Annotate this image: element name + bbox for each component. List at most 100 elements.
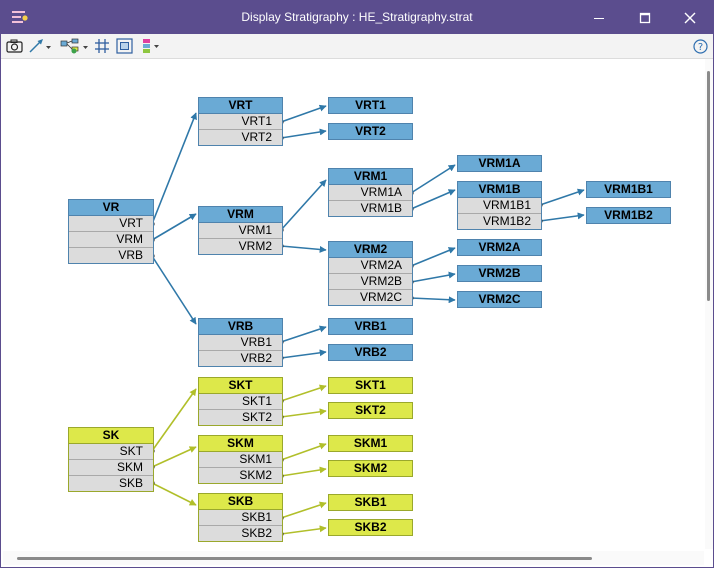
help-button[interactable]: ? [693, 37, 708, 55]
unit-vrm2a[interactable]: VRM2A [457, 239, 542, 256]
horizontal-scrollbar[interactable] [3, 551, 704, 565]
horizontal-scroll-thumb[interactable] [17, 557, 592, 560]
unit-child-row: VRM1B2 [482, 214, 531, 228]
unit-header: SKB [199, 494, 282, 510]
link-style-dropdown[interactable] [28, 37, 52, 55]
unit-child-row: SKM2 [239, 468, 272, 482]
arrow-icon [29, 39, 51, 53]
unit-header: SKT1 [329, 378, 412, 393]
color-legend-dropdown[interactable] [141, 37, 163, 55]
close-button[interactable] [667, 1, 713, 34]
unit-vrm[interactable]: VRM VRM1 VRM2 [198, 206, 283, 255]
unit-header: VR [69, 200, 153, 216]
unit-header: SKB2 [329, 520, 412, 535]
unit-skb1[interactable]: SKB1 [328, 494, 413, 511]
close-icon [684, 12, 696, 23]
minimize-button[interactable] [576, 1, 622, 34]
link-skb [151, 482, 197, 506]
unit-child-row: SKT1 [199, 394, 282, 410]
vertical-scroll-thumb[interactable] [707, 71, 710, 301]
grid-toggle-button[interactable] [94, 37, 110, 55]
unit-vrt[interactable]: VRT VRT1 VRT2 [198, 97, 283, 146]
link-skt [151, 388, 197, 452]
unit-vr[interactable]: VR VRT VRM VRB [68, 199, 154, 264]
unit-vrm1b[interactable]: VRM1B VRM1B1 VRM1B2 [457, 181, 542, 230]
link-vrt [151, 112, 197, 225]
unit-vrm1b2[interactable]: VRM1B2 [586, 207, 671, 224]
unit-skb[interactable]: SKB SKB1 SKB2 [198, 493, 283, 542]
unit-child-row: VRM2C [359, 290, 402, 304]
unit-skb2[interactable]: SKB2 [328, 519, 413, 536]
unit-header: VRB2 [329, 345, 412, 360]
unit-child-row: VRM2B [329, 274, 412, 290]
unit-vrt2[interactable]: VRT2 [328, 123, 413, 140]
unit-skt2[interactable]: SKT2 [328, 402, 413, 419]
link-vrm1 [280, 179, 327, 231]
unit-child-row: SKM1 [199, 452, 282, 468]
unit-header: SKT2 [329, 403, 412, 418]
link-vrm2c [410, 296, 456, 304]
toolbar: ? [1, 34, 713, 59]
unit-skm[interactable]: SKM SKM1 SKM2 [198, 435, 283, 484]
unit-vrm2[interactable]: VRM2 VRM2A VRM2B VRM2C [328, 241, 413, 306]
unit-child-row: VRB [118, 248, 143, 262]
color-legend-icon [143, 39, 159, 53]
unit-vrm1[interactable]: VRM1 VRM1A VRM1B [328, 168, 413, 217]
unit-child-row: SKB [118, 476, 143, 490]
unit-vrm1b1[interactable]: VRM1B1 [586, 181, 671, 198]
unit-child-row: VRT1 [199, 114, 282, 130]
link-vrb2 [280, 349, 327, 359]
link-vrm1b1 [539, 188, 585, 206]
unit-skm1[interactable]: SKM1 [328, 435, 413, 452]
unit-header: VRM2C [458, 292, 541, 307]
unit-child-row: VRT [69, 216, 153, 232]
unit-header: SKT [199, 378, 282, 394]
camera-icon [6, 39, 23, 53]
unit-header: VRB [199, 319, 282, 335]
unit-skt[interactable]: SKT SKT1 SKT2 [198, 377, 283, 426]
unit-vrm2c[interactable]: VRM2C [457, 291, 542, 308]
unit-header: SK [69, 428, 153, 444]
link-vrm [151, 213, 197, 241]
link-vrm2a [410, 247, 456, 267]
unit-skt1[interactable]: SKT1 [328, 377, 413, 394]
unit-header: VRT [199, 98, 282, 114]
maximize-button[interactable] [622, 1, 668, 34]
unit-vrt1[interactable]: VRT1 [328, 97, 413, 114]
fit-view-icon [116, 38, 133, 54]
unit-header: VRM2 [329, 242, 412, 258]
vertical-scrollbar[interactable] [705, 59, 713, 549]
snapshot-button[interactable] [6, 37, 23, 55]
stratigraphy-canvas[interactable]: VR VRT VRM VRB VRT VRT1 VRT2 VRM VRM1 VR… [3, 59, 704, 549]
svg-text:?: ? [698, 42, 703, 53]
unit-child-row: VRM2A [329, 258, 412, 274]
unit-header: SKM [199, 436, 282, 452]
unit-header: VRM1 [329, 169, 412, 185]
link-skb1 [280, 501, 327, 519]
hierarchy-layout-dropdown[interactable] [60, 37, 90, 55]
unit-child-row: VRM1 [199, 223, 282, 239]
unit-child-row: SKM [69, 460, 153, 476]
unit-header: VRB1 [329, 319, 412, 334]
link-vrt2 [280, 128, 327, 139]
unit-vrb2[interactable]: VRB2 [328, 344, 413, 361]
link-vrb1 [280, 325, 327, 343]
unit-child-row: VRB2 [240, 351, 272, 365]
unit-vrm2b[interactable]: VRM2B [457, 265, 542, 282]
unit-skm2[interactable]: SKM2 [328, 460, 413, 477]
unit-sk[interactable]: SK SKT SKM SKB [68, 427, 154, 492]
link-vrm2b [410, 271, 456, 283]
unit-vrb1[interactable]: VRB1 [328, 318, 413, 335]
unit-header: VRT1 [329, 98, 412, 113]
unit-child-row: SKT2 [241, 410, 272, 424]
link-skm [151, 446, 197, 468]
app-icon [12, 11, 28, 23]
link-skt1 [280, 384, 327, 402]
fit-view-button[interactable] [116, 37, 133, 55]
unit-vrb[interactable]: VRB VRB1 VRB2 [198, 318, 283, 367]
help-icon: ? [693, 38, 708, 54]
unit-vrm1a[interactable]: VRM1A [457, 155, 542, 172]
maximize-icon [639, 12, 651, 23]
unit-header: VRM1B1 [587, 182, 670, 197]
